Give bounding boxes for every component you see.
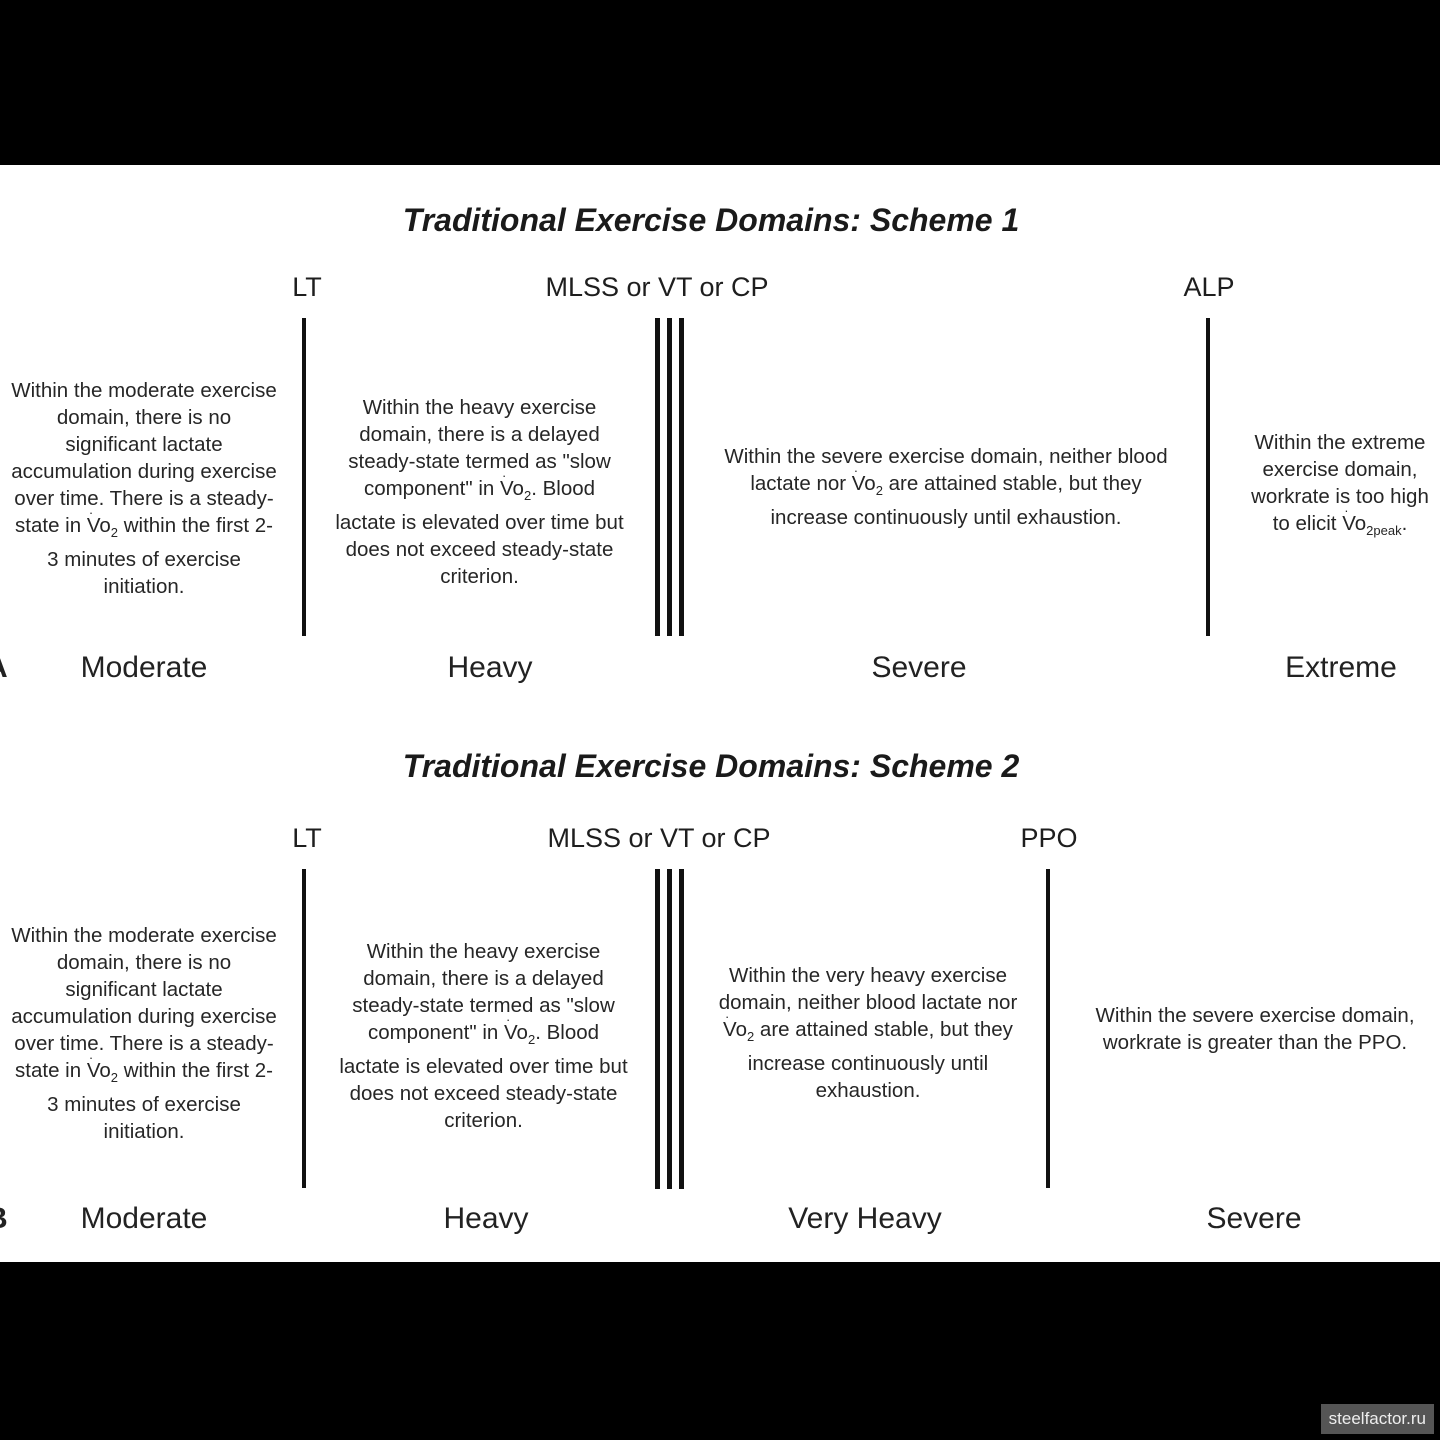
scheme1-moderate-description: Within the moderate exercise domain, the… — [11, 379, 277, 599]
scheme2-lt-label: LT — [292, 823, 322, 853]
scheme2-moderate-description: Within the moderate exercise domain, the… — [11, 924, 277, 1144]
scheme1-lt-label: LT — [292, 272, 322, 302]
scheme1-severe-description: Within the severe exercise domain, neith… — [724, 445, 1168, 530]
scheme2-domain-heavy: Heavy — [443, 1202, 529, 1235]
scheme1-alp-line — [1206, 318, 1210, 636]
scheme2-mlss-triple-line — [655, 869, 684, 1189]
scheme1-heavy-description: Within the heavy exercise domain, there … — [335, 396, 624, 589]
scheme1-domain-severe: Severe — [871, 651, 967, 684]
scheme2-domain-severe: Severe — [1206, 1202, 1302, 1235]
scheme2-heavy-description: Within the heavy exercise domain, there … — [339, 940, 628, 1133]
diagram-panel: Traditional Exercise Domains: Scheme 1 L… — [0, 165, 1440, 1262]
scheme2-ppo-label: PPO — [1020, 823, 1078, 853]
scheme1-domain-heavy: Heavy — [447, 651, 533, 684]
scheme2-panel-letter: B — [0, 1202, 8, 1236]
scheme2-domain-very-heavy: Very Heavy — [788, 1202, 942, 1235]
scheme2-ppo-line — [1046, 869, 1050, 1188]
scheme1-panel-letter: A — [0, 651, 8, 685]
scheme2-domain-moderate: Moderate — [80, 1202, 208, 1235]
scheme2-very-heavy-description: Within the very heavy exercise domain, n… — [718, 964, 1018, 1103]
scheme1-mlss-triple-line — [655, 318, 684, 636]
scheme1-lt-line — [302, 318, 306, 636]
scheme2-title: Traditional Exercise Domains: Scheme 2 — [402, 748, 1020, 784]
watermark: steelfactor.ru — [1320, 1404, 1434, 1434]
scheme1-domain-extreme: Extreme — [1285, 651, 1397, 684]
scheme2-mlss-label: MLSS or VT or CP — [547, 823, 771, 853]
scheme1-alp-label: ALP — [1183, 272, 1235, 302]
scheme1-title: Traditional Exercise Domains: Scheme 1 — [402, 202, 1020, 238]
scheme1-domain-moderate: Moderate — [80, 651, 208, 684]
scheme2-lt-line — [302, 869, 306, 1188]
scheme2-severe-description: Within the severe exercise domain, workr… — [1095, 1004, 1415, 1054]
scheme1-extreme-description: Within the extreme exercise domain, work… — [1251, 431, 1429, 539]
scheme1-mlss-label: MLSS or VT or CP — [545, 272, 769, 302]
